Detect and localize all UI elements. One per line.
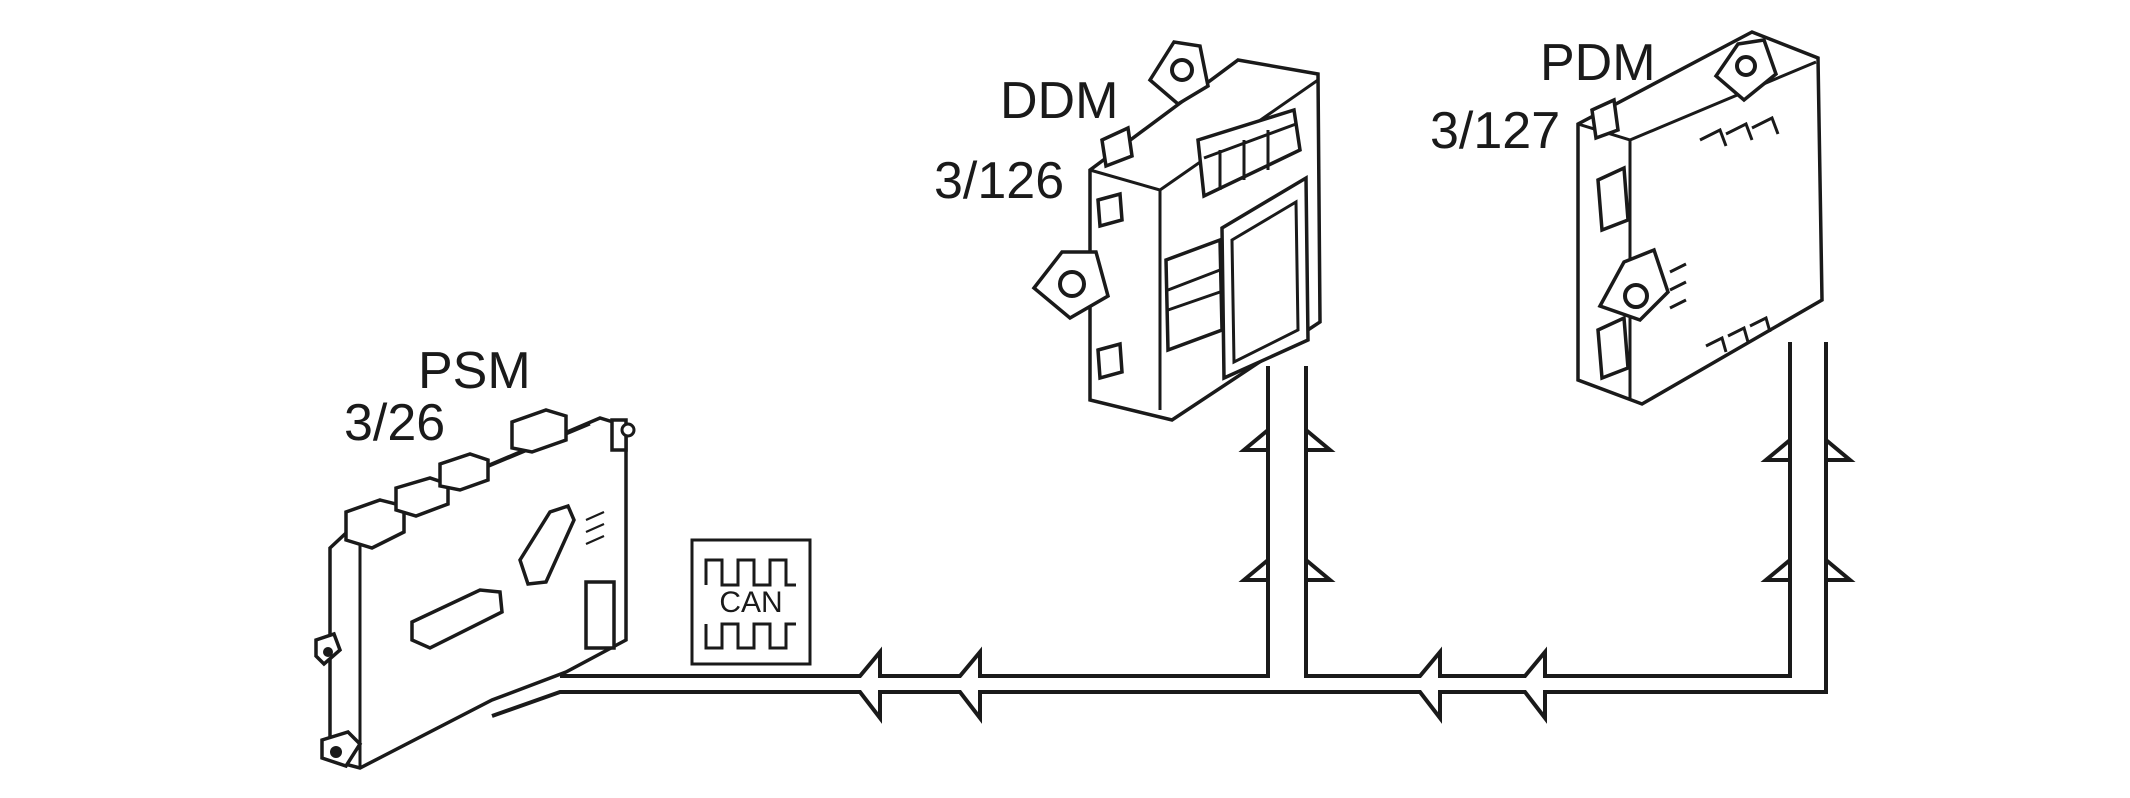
psm-ref: 3/26 [344,394,445,452]
bus-continue-upper [1304,342,1792,678]
ddm-name: DDM [1000,72,1118,130]
pdm-drop-markers [1760,438,1856,582]
bus-lower-line [491,690,1268,724]
can-low-waveform [704,622,796,650]
ddm-drop-markers [1238,428,1336,582]
bus-upper-line [560,366,1270,678]
can-bus-symbol: CAN [690,538,812,666]
can-label: CAN [719,586,782,619]
psm-name: PSM [418,342,531,400]
ddm-ref: 3/126 [934,152,1064,210]
pdm-name: PDM [1540,34,1656,92]
bus-continue-lower [1268,342,1828,724]
pdm-module [1576,30,1824,406]
pdm-ref: 3/127 [1430,102,1560,160]
can-bus-wiring [491,342,1856,724]
can-high-waveform [704,558,796,587]
ddm-module [1031,40,1322,422]
psm-module [314,408,636,770]
